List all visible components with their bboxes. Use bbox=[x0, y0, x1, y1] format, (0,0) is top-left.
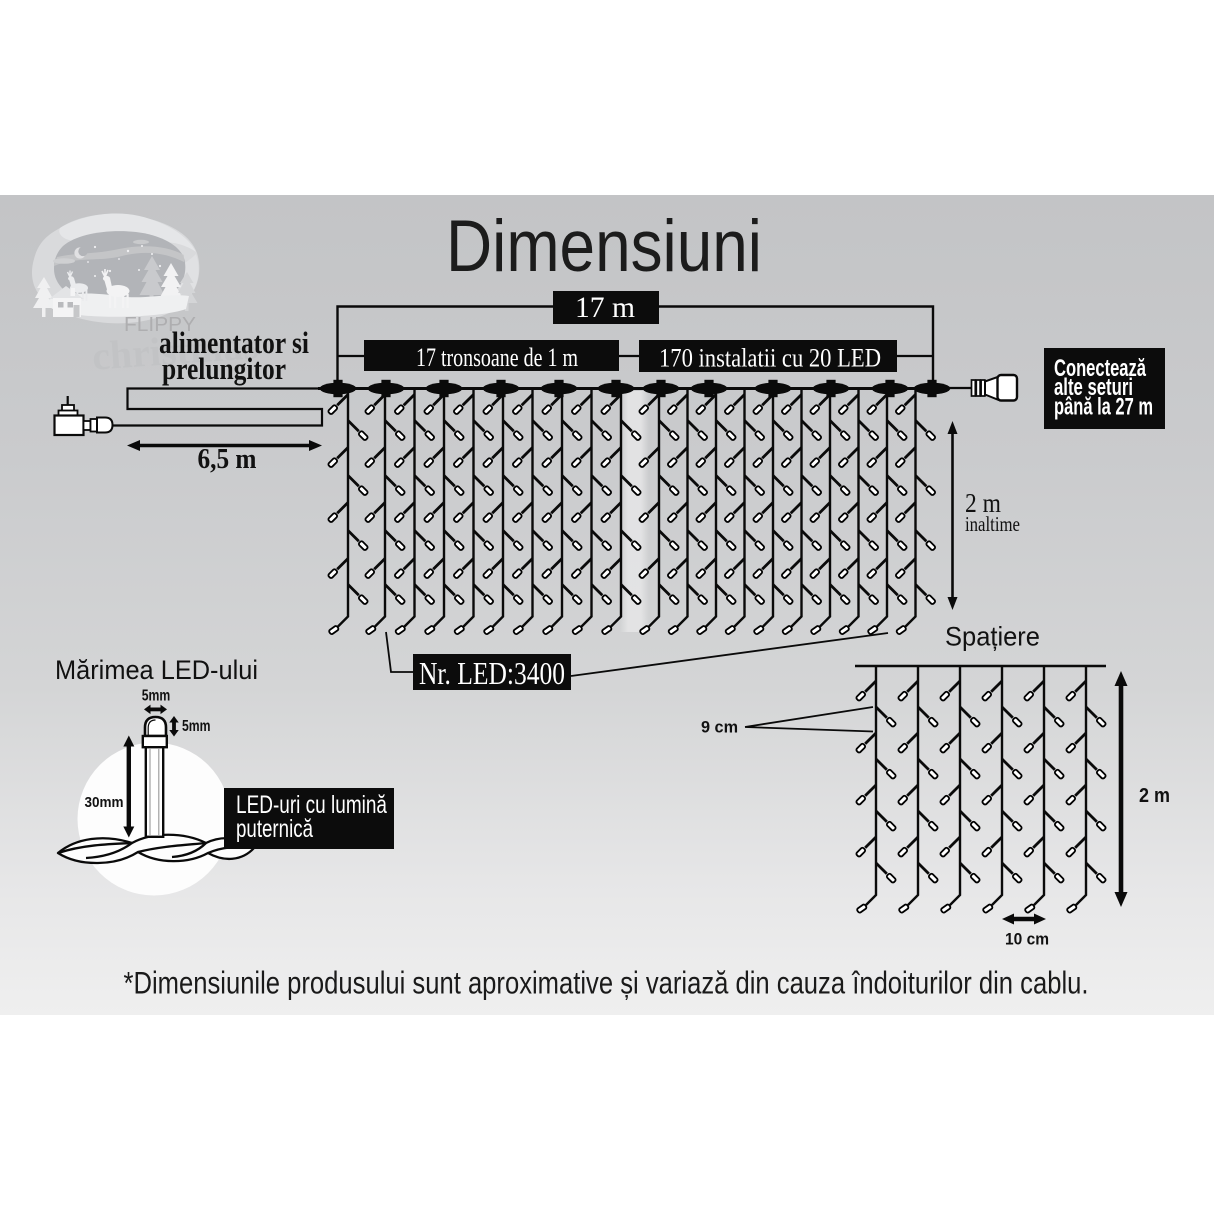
svg-text:alimentator si: alimentator si bbox=[159, 325, 309, 360]
svg-text:Dimensiuni: Dimensiuni bbox=[446, 206, 762, 287]
svg-text:10 cm: 10 cm bbox=[1005, 930, 1049, 949]
svg-text:alte seturi: alte seturi bbox=[1054, 374, 1133, 401]
svg-text:2 m: 2 m bbox=[1139, 785, 1170, 807]
svg-text:Conectează: Conectează bbox=[1054, 355, 1146, 382]
svg-text:17 tronsoane de 1 m: 17 tronsoane de 1 m bbox=[416, 343, 578, 372]
svg-text:Spațiere: Spațiere bbox=[945, 622, 1040, 652]
svg-text:prelungitor: prelungitor bbox=[162, 351, 286, 386]
svg-text:Nr. LED:3400: Nr. LED:3400 bbox=[419, 655, 565, 691]
svg-text:LED-uri cu lumină: LED-uri cu lumină bbox=[236, 791, 387, 819]
svg-text:9 cm: 9 cm bbox=[701, 718, 738, 737]
svg-text:170 instalatii cu 20 LED: 170 instalatii cu 20 LED bbox=[659, 344, 881, 373]
svg-text:6,5 m: 6,5 m bbox=[198, 444, 257, 475]
svg-text:30mm: 30mm bbox=[85, 794, 124, 811]
svg-text:FLIPPY: FLIPPY bbox=[124, 313, 196, 336]
svg-text:2 m: 2 m bbox=[965, 488, 1001, 518]
svg-text:5mm: 5mm bbox=[142, 688, 171, 705]
svg-text:puternică: puternică bbox=[236, 815, 313, 843]
svg-text:inaltime: inaltime bbox=[965, 512, 1020, 536]
svg-text:5mm: 5mm bbox=[182, 718, 211, 735]
svg-text:*Dimensiunile produsului sunt: *Dimensiunile produsului sunt aproximati… bbox=[124, 965, 1089, 1001]
svg-text:până la 27 m: până la 27 m bbox=[1054, 394, 1153, 421]
svg-text:17 m: 17 m bbox=[575, 291, 635, 324]
svg-text:Mărimea LED-ului: Mărimea LED-ului bbox=[55, 655, 258, 685]
